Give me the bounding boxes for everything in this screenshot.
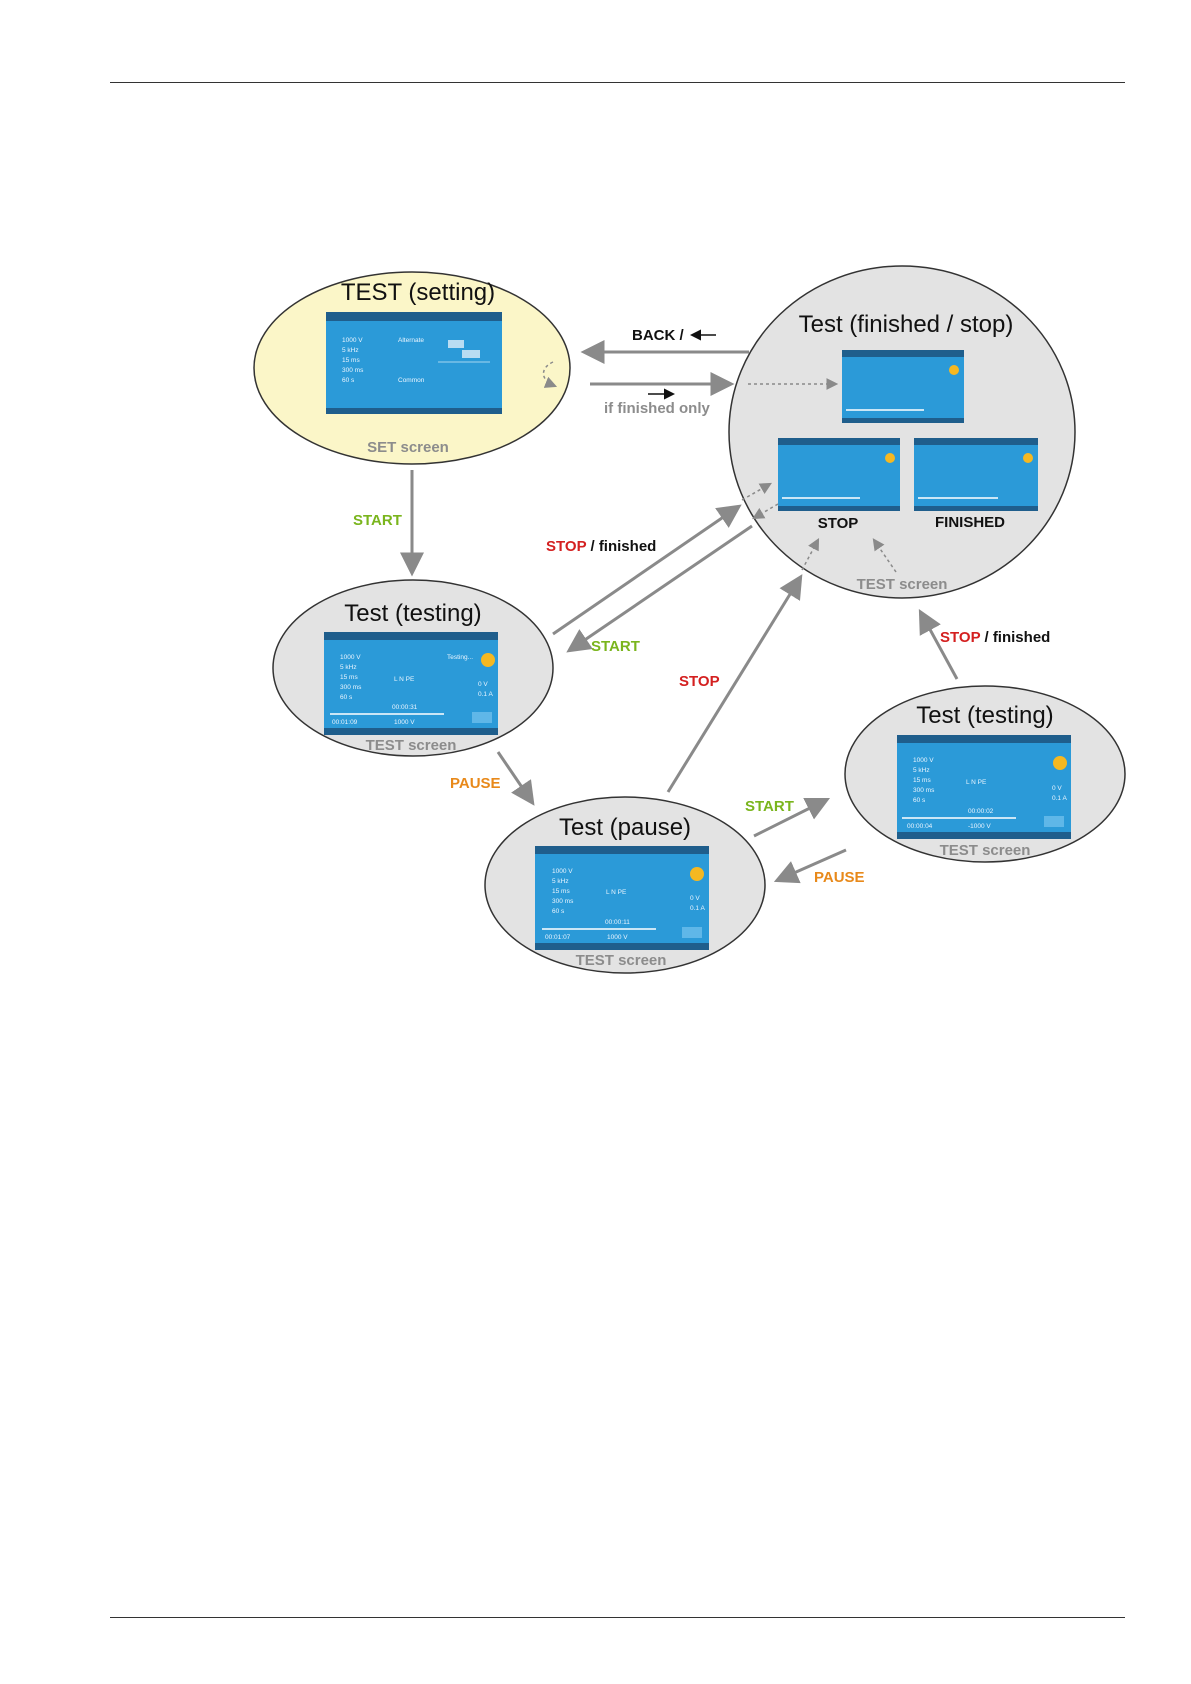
svg-text:60 s: 60 s bbox=[342, 377, 355, 384]
edge-stop-from-pause: STOP bbox=[666, 574, 803, 793]
node-test-pause: Test (pause) 1000 V 5 kHz 15 ms 300 ms 6… bbox=[484, 796, 766, 974]
edge-label-stop-finished: STOP / finished bbox=[940, 629, 1050, 646]
node-title: TEST (setting) bbox=[341, 279, 495, 306]
svg-text:00:01:07: 00:01:07 bbox=[545, 934, 571, 941]
svg-text:00:00:04: 00:00:04 bbox=[907, 823, 933, 830]
edge-pause-from-testing: PAUSE bbox=[450, 751, 535, 806]
test-screen-thumbnail-top bbox=[842, 350, 964, 423]
edge-if-finished: if finished only bbox=[590, 372, 735, 417]
svg-text:60 s: 60 s bbox=[552, 908, 565, 915]
edge-start-from-finished: START bbox=[566, 524, 753, 655]
svg-text:1000 V: 1000 V bbox=[552, 868, 573, 875]
svg-text:00:00:02: 00:00:02 bbox=[968, 808, 994, 815]
svg-text:0 V: 0 V bbox=[478, 681, 488, 688]
svg-text:5 kHz: 5 kHz bbox=[342, 347, 359, 354]
svg-text:1000 V: 1000 V bbox=[340, 654, 361, 661]
screen-label: TEST screen bbox=[366, 737, 457, 754]
edge-label-start: START bbox=[353, 512, 402, 529]
svg-text:60 s: 60 s bbox=[340, 694, 353, 701]
svg-text:0 V: 0 V bbox=[1052, 785, 1062, 792]
node-title: Test (testing) bbox=[344, 600, 481, 627]
svg-text:00:01:09: 00:01:09 bbox=[332, 719, 358, 726]
svg-text:00:00:31: 00:00:31 bbox=[392, 704, 418, 711]
svg-text:0.1 A: 0.1 A bbox=[690, 905, 705, 912]
svg-text:1000 V: 1000 V bbox=[607, 934, 628, 941]
self-loop-arrow bbox=[542, 361, 558, 388]
edge-label-pause: PAUSE bbox=[450, 775, 501, 792]
edge-label-stop: STOP bbox=[679, 673, 720, 690]
node-test-finished-stop: Test (finished / stop) STOP FINISHED TES… bbox=[728, 265, 1076, 599]
svg-text:L N PE: L N PE bbox=[966, 779, 987, 786]
svg-text:Testing...: Testing... bbox=[447, 654, 473, 661]
edge-stop-finished-left: STOP / finished bbox=[546, 504, 742, 636]
svg-text:L N PE: L N PE bbox=[394, 676, 415, 683]
svg-text:0.1 A: 0.1 A bbox=[478, 691, 493, 698]
edge-stop-finished-right: STOP / finished bbox=[918, 609, 1050, 680]
node-test-testing-left: Test (testing) 1000 V 5 kHz 15 ms 300 ms… bbox=[272, 579, 554, 757]
svg-text:60 s: 60 s bbox=[913, 797, 926, 804]
finished-state-label: FINISHED bbox=[935, 514, 1005, 531]
edge-back: BACK / bbox=[580, 327, 749, 364]
svg-text:5 kHz: 5 kHz bbox=[552, 878, 569, 885]
svg-text:1000 V: 1000 V bbox=[342, 337, 363, 344]
edge-pause-from-right: PAUSE bbox=[773, 848, 865, 886]
node-title: Test (testing) bbox=[916, 702, 1053, 729]
svg-text:300 ms: 300 ms bbox=[342, 367, 364, 374]
screen-label: TEST screen bbox=[576, 952, 667, 969]
edge-label-pause: PAUSE bbox=[814, 869, 865, 886]
node-test-testing-right: Test (testing) 1000 V 5 kHz 15 ms 300 ms… bbox=[844, 685, 1126, 863]
edge-label-stop-finished: STOP / finished bbox=[546, 538, 656, 555]
svg-text:00:00:11: 00:00:11 bbox=[605, 919, 630, 926]
screen-label: TEST screen bbox=[940, 842, 1031, 859]
edge-label-if-finished: if finished only bbox=[604, 400, 710, 417]
svg-text:15 ms: 15 ms bbox=[342, 357, 360, 364]
edge-start-from-pause: START bbox=[745, 797, 831, 838]
svg-text:5 kHz: 5 kHz bbox=[913, 767, 930, 774]
svg-text:Common: Common bbox=[398, 377, 425, 384]
edge-label-back: BACK / bbox=[632, 327, 684, 344]
svg-text:1000 V: 1000 V bbox=[913, 757, 934, 764]
screen-label: SET screen bbox=[367, 439, 449, 456]
svg-text:300 ms: 300 ms bbox=[552, 898, 574, 905]
svg-text:15 ms: 15 ms bbox=[913, 777, 931, 784]
test-screen-thumbnail-finished bbox=[914, 438, 1038, 511]
svg-text:300 ms: 300 ms bbox=[913, 787, 935, 794]
set-screen-thumbnail: 1000 V 5 kHz 15 ms 300 ms 60 s Alternate… bbox=[326, 312, 502, 414]
test-screen-thumbnail: 1000 V 5 kHz 15 ms 300 ms 60 s Testing..… bbox=[324, 632, 498, 735]
node-title: Test (finished / stop) bbox=[799, 311, 1014, 338]
node-test-setting: TEST (setting) 1000 V 5 kHz 15 ms 300 ms… bbox=[253, 271, 571, 465]
svg-text:L N PE: L N PE bbox=[606, 889, 627, 896]
edge-start-from-setting: START bbox=[353, 470, 424, 577]
svg-text:-1000 V: -1000 V bbox=[968, 823, 991, 830]
node-title: Test (pause) bbox=[559, 814, 691, 841]
test-screen-thumbnail: 1000 V 5 kHz 15 ms 300 ms 60 s L N PE 0 … bbox=[535, 846, 709, 950]
svg-text:300 ms: 300 ms bbox=[340, 684, 362, 691]
screen-label: TEST screen bbox=[857, 576, 948, 593]
svg-text:15 ms: 15 ms bbox=[552, 888, 570, 895]
footer-rule bbox=[110, 1617, 1125, 1618]
svg-text:15 ms: 15 ms bbox=[340, 674, 358, 681]
svg-text:5 kHz: 5 kHz bbox=[340, 664, 357, 671]
test-screen-thumbnail: 1000 V 5 kHz 15 ms 300 ms 60 s L N PE 0 … bbox=[897, 735, 1071, 839]
svg-text:0 V: 0 V bbox=[690, 895, 700, 902]
svg-text:1000 V: 1000 V bbox=[394, 719, 415, 726]
header-rule bbox=[110, 82, 1125, 83]
edge-label-start: START bbox=[745, 798, 794, 815]
svg-text:Alternate: Alternate bbox=[398, 337, 424, 344]
stop-state-label: STOP bbox=[818, 515, 859, 532]
test-screen-thumbnail-stop bbox=[778, 438, 900, 511]
edge-label-start: START bbox=[591, 638, 640, 655]
svg-text:0.1 A: 0.1 A bbox=[1052, 795, 1067, 802]
